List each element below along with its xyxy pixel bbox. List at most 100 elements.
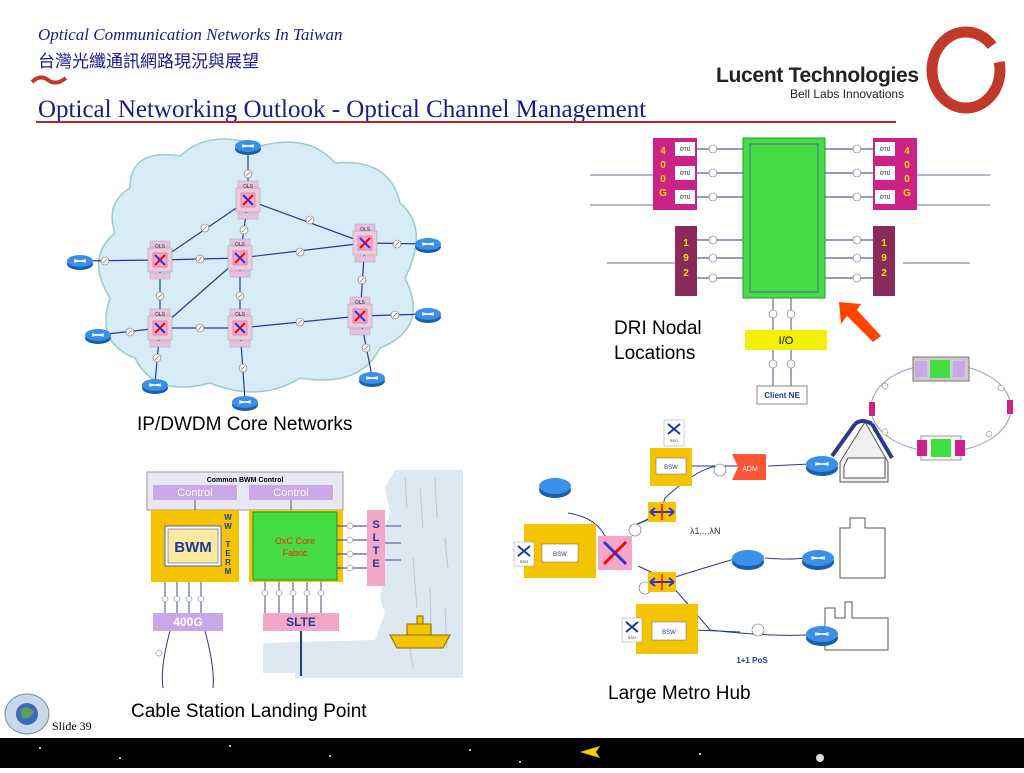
svg-text:Fabric: Fabric [282, 548, 308, 558]
router-icon [66, 254, 94, 271]
title-rule [36, 121, 896, 123]
svg-text:Common BWM Control: Common BWM Control [207, 477, 284, 484]
svg-text:0: 0 [904, 160, 910, 171]
svg-text:BSW: BSW [662, 630, 676, 636]
ols-node-right: OLS [352, 223, 378, 263]
svg-text:SSO: SSO [520, 559, 528, 564]
router-icon [358, 371, 386, 388]
svg-text:T: T [226, 540, 231, 549]
core-cloud [97, 138, 417, 393]
svg-text:OTU: OTU [880, 195, 891, 201]
mini-ring-diagram [869, 356, 1013, 461]
router-icon [806, 456, 838, 476]
metro-hub-diagram: BSW SSO ADM BSW SSO λ1,...λN BSW SSO 1+1… [513, 419, 894, 665]
building-icon [824, 421, 889, 651]
router-icon [539, 478, 571, 498]
svg-text:Client NE: Client NE [764, 391, 800, 400]
svg-text:OLS: OLS [155, 312, 166, 318]
svg-text:G: G [903, 188, 911, 199]
page-title: Optical Networking Outlook - Optical Cha… [38, 96, 647, 123]
ols-node-top: OLS [235, 180, 261, 220]
svg-text:BWM: BWM [174, 539, 212, 556]
svg-text:1: 1 [881, 238, 887, 249]
ols-node-center: OLS [227, 238, 253, 278]
svg-text:E: E [372, 558, 379, 570]
svg-text:W: W [224, 522, 232, 531]
svg-text:OLS: OLS [235, 312, 246, 318]
brand-tagline: Bell Labs Innovations [790, 87, 905, 101]
svg-text:9: 9 [881, 253, 887, 264]
svg-text:Control: Control [273, 487, 308, 499]
svg-text:SSO: SSO [670, 438, 678, 443]
svg-text:G: G [659, 188, 667, 199]
router-icon [732, 550, 764, 570]
router-icon [802, 550, 834, 570]
svg-text:OLS: OLS [235, 242, 246, 248]
svg-text:OTU: OTU [880, 147, 891, 153]
svg-text:9: 9 [683, 253, 689, 264]
svg-text:ADM: ADM [742, 466, 758, 473]
svg-text:BSW: BSW [553, 552, 567, 558]
svg-text:SSO: SSO [628, 635, 636, 640]
svg-text:L: L [373, 532, 380, 544]
caption-cable-station: Cable Station Landing Point [131, 701, 367, 722]
svg-text:2: 2 [881, 268, 887, 279]
ols-node-bottom-center: OLS [227, 308, 253, 348]
io-box [745, 330, 827, 350]
svg-text:Control: Control [177, 487, 212, 499]
svg-text:4: 4 [904, 146, 910, 157]
svg-text:S: S [372, 519, 379, 531]
svg-text:1: 1 [683, 238, 689, 249]
router-icon [414, 237, 442, 254]
caption-metro-hub: Large Metro Hub [608, 683, 751, 704]
svg-text:OTU: OTU [680, 147, 691, 153]
svg-text:BSW: BSW [664, 465, 678, 471]
header-title-en: Optical Communication Networks In Taiwan [38, 25, 343, 44]
svg-text:2: 2 [683, 268, 689, 279]
footer-starfield [0, 738, 1024, 768]
svg-text:4: 4 [660, 146, 666, 157]
cable-station-diagram: Common BWM Control Control Control BWM W… [146, 470, 463, 689]
router-icon [806, 626, 838, 646]
svg-text:0: 0 [660, 174, 666, 185]
ip-dwdm-core-diagram: OLS OLS OLS OLS OLS OLS OLS [66, 138, 442, 412]
ols-node-left: OLS [147, 240, 173, 280]
router-icon [234, 139, 262, 156]
header-brush-mark [30, 75, 68, 85]
router-icon [84, 328, 112, 345]
svg-text:1+1 PoS: 1+1 PoS [736, 656, 768, 665]
svg-text:OLS: OLS [155, 244, 166, 250]
svg-text:T: T [373, 545, 380, 557]
svg-text:OLS: OLS [355, 300, 366, 306]
svg-text:OxC Core: OxC Core [275, 536, 315, 546]
svg-text:OTU: OTU [680, 171, 691, 177]
svg-text:OLS: OLS [243, 184, 254, 190]
router-icon [231, 395, 259, 412]
router-icon [141, 378, 169, 395]
globe-logo-icon [4, 693, 50, 735]
dri-pointer-arrow [839, 302, 881, 342]
caption-core-network: IP/DWDM Core Networks [137, 414, 353, 435]
router-icon [414, 307, 442, 324]
dri-nodal-diagram: 4 0 0 G OTU OTU OTU 1 9 2 OTU OTU OTU 4 … [590, 137, 990, 405]
lucent-ring-logo [926, 26, 1006, 114]
brand-name: Lucent Technologies [716, 64, 919, 87]
ship-icon [389, 615, 451, 649]
svg-text:R: R [225, 558, 231, 567]
svg-text:0: 0 [660, 160, 666, 171]
svg-text:400G: 400G [173, 615, 202, 629]
ols-node-bottom-left: OLS [147, 308, 173, 348]
ols-node-bottom-right: OLS [347, 296, 373, 336]
svg-text:W: W [224, 513, 232, 522]
svg-text:OTU: OTU [880, 171, 891, 177]
svg-text:E: E [225, 549, 231, 558]
svg-text:OTU: OTU [680, 195, 691, 201]
svg-text:I/O: I/O [779, 335, 794, 347]
caption-dri: DRI Nodal Locations [614, 318, 702, 364]
svg-text:0: 0 [904, 174, 910, 185]
svg-text:SLTE: SLTE [286, 615, 316, 629]
svg-text:M: M [225, 567, 232, 576]
header-title-zh: 台灣光纖通訊網路現況與展望 [38, 52, 259, 72]
slide-number: Slide 39 [52, 719, 92, 733]
svg-text:OLS: OLS [360, 227, 371, 233]
